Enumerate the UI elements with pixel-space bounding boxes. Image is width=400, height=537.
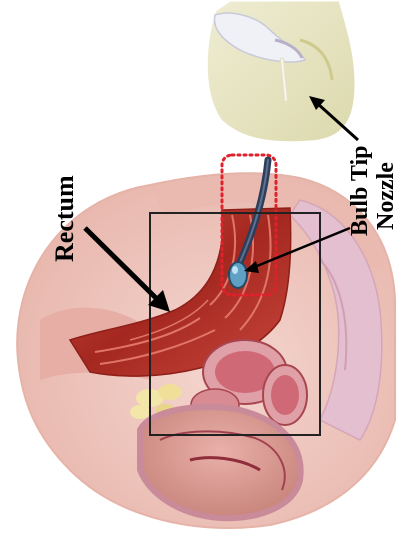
nozzle-label: Nozzle <box>374 162 398 230</box>
bulb-tip-label: Bulb Tip <box>348 145 372 236</box>
rectum-label: Rectum <box>52 175 78 262</box>
bulb-tip-icon <box>229 262 247 288</box>
bladder <box>140 407 301 518</box>
nozzle-photo-inset <box>206 0 356 143</box>
